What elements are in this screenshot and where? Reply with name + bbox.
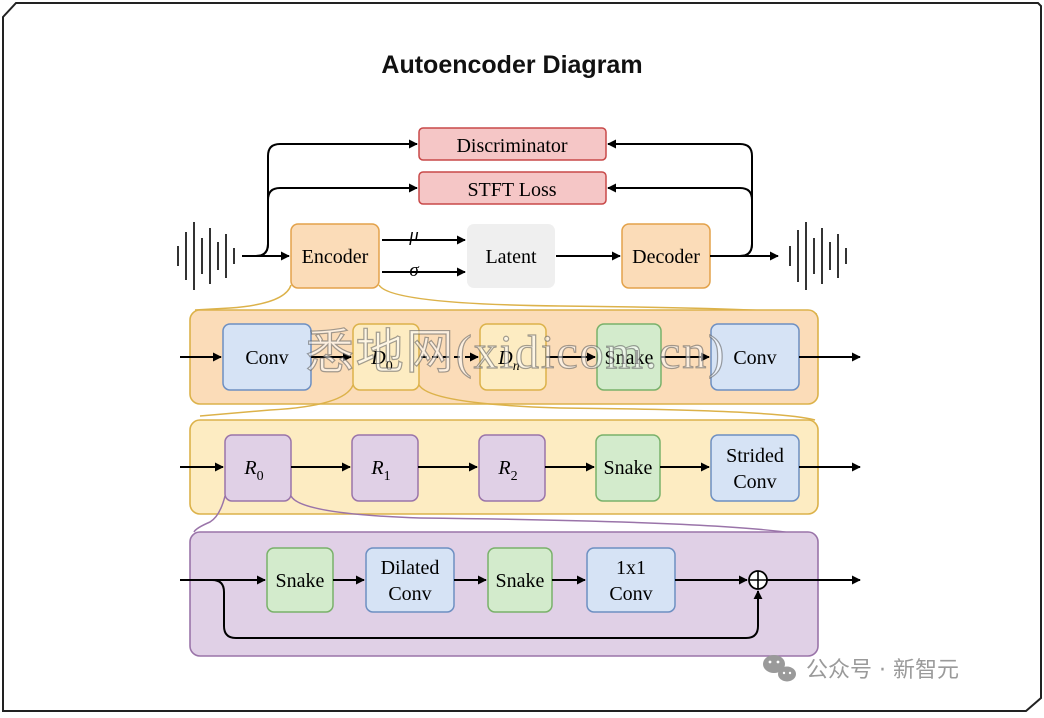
r1-box: [351, 434, 419, 502]
d0-box: [352, 323, 420, 391]
output-feedback-arrows: [607, 139, 779, 261]
stft-loss-label: STFT Loss: [467, 179, 556, 201]
dilated-conv-label-line2: Conv: [388, 583, 431, 605]
input-waveform-icon: [177, 222, 235, 290]
r1-label: R1: [370, 457, 390, 484]
r2-label: R2: [497, 457, 517, 484]
snake-label-row1: Snake: [605, 347, 654, 369]
decoder-label: Decoder: [632, 246, 700, 268]
dilated-conv-label-line1: Dilated: [381, 557, 440, 579]
diagram-title: Autoencoder Diagram: [381, 51, 642, 79]
conv-in-label: Conv: [245, 347, 288, 369]
snake-label-row3b: Snake: [496, 570, 545, 592]
r0-label: R0: [243, 457, 263, 484]
encoder-label: Encoder: [302, 246, 369, 268]
strided-conv-label-line1: Strided: [726, 445, 784, 467]
watermark-corner: 公众号 · 新智元: [806, 658, 959, 683]
discriminator-box: [418, 127, 607, 161]
add-operator-icon: [748, 570, 768, 590]
mu-label: μ: [408, 225, 419, 246]
snake-label-row2: Snake: [604, 457, 653, 479]
residual-skip-path: [211, 579, 763, 639]
row3-arrows: [180, 575, 861, 639]
conv-out-label: Conv: [733, 347, 776, 369]
strided-conv-label-line2: Conv: [733, 471, 776, 493]
r2-box: [478, 434, 546, 502]
dn-label: Dn: [497, 347, 519, 374]
discriminator-label: Discriminator: [456, 135, 567, 157]
wechat-icon: [763, 655, 796, 682]
r0-expand-curve: [193, 495, 817, 539]
r0-box: [224, 434, 292, 502]
d0-expand-curve: [199, 384, 816, 421]
stft-loss-box: [418, 171, 607, 205]
snake-label-row3a: Snake: [276, 570, 325, 592]
d0-label: D0: [370, 347, 392, 374]
latent-arrows: [382, 235, 621, 277]
conv1x1-label-line2: Conv: [609, 583, 652, 605]
input-feedback-arrows: [242, 139, 418, 261]
sigma-label: σ: [409, 260, 419, 281]
encoder-box: [290, 223, 380, 289]
output-waveform-icon: [789, 222, 847, 290]
watermark-center: 悉地网(xidicom.cn): [306, 326, 727, 379]
latent-box: [467, 224, 555, 288]
latent-label: Latent: [485, 246, 537, 268]
conv1x1-label-line1: 1x1: [616, 557, 646, 579]
